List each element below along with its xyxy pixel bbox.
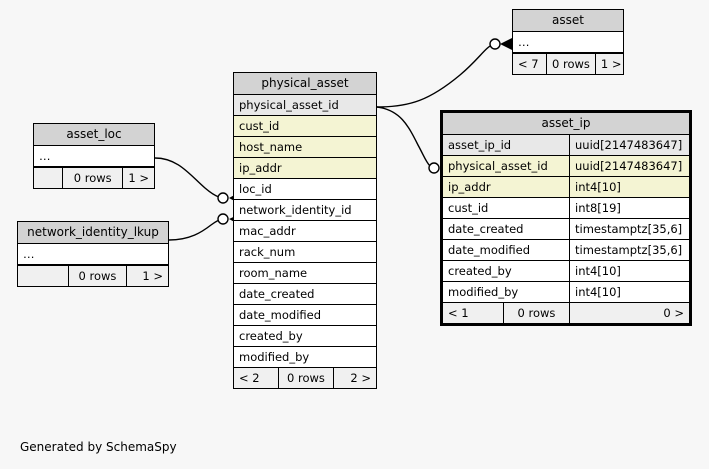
table-asset-loc[interactable]: asset_loc … 0 rows 1 > bbox=[33, 123, 155, 189]
table-asset-loc-ellipsis: … bbox=[34, 146, 154, 166]
column-name: mac_addr bbox=[234, 221, 376, 241]
column-name: created_by bbox=[443, 261, 569, 281]
table-asset-ip-prev-page[interactable]: < 1 bbox=[448, 306, 469, 320]
edge-endpoint-circle-asset-loc bbox=[217, 192, 229, 204]
column-name: network_identity_id bbox=[234, 200, 376, 220]
table-row[interactable]: date_created timestamptz[35,6] bbox=[443, 219, 689, 240]
column-name: date_modified bbox=[443, 240, 569, 260]
table-row[interactable]: date_created bbox=[234, 284, 376, 305]
table-asset-loc-collapsed-row[interactable]: … bbox=[34, 146, 154, 167]
edge-endpoint-circle-asset-ip bbox=[428, 162, 440, 174]
table-row[interactable]: loc_id bbox=[234, 179, 376, 200]
table-row[interactable]: rack_num bbox=[234, 242, 376, 263]
table-physical-asset-prev-page[interactable]: < 2 bbox=[239, 371, 260, 385]
table-network-identity-lkup-ellipsis: … bbox=[18, 244, 168, 264]
table-physical-asset-title: physical_asset bbox=[234, 73, 376, 95]
column-name: cust_id bbox=[443, 198, 569, 218]
column-name: created_by bbox=[234, 326, 376, 346]
table-row[interactable]: asset_ip_id uuid[2147483647] bbox=[443, 135, 689, 156]
table-asset-ip-next-page[interactable]: 0 > bbox=[569, 303, 689, 323]
table-asset-footer: < 7 0 rows 1 > bbox=[513, 53, 623, 74]
column-name: date_created bbox=[443, 219, 569, 239]
table-asset-loc-footer: 0 rows 1 > bbox=[34, 167, 154, 188]
table-row[interactable]: modified_by int4[10] bbox=[443, 282, 689, 302]
table-row[interactable]: cust_id bbox=[234, 116, 376, 137]
table-asset-ellipsis: … bbox=[513, 32, 623, 52]
column-type: int4[10] bbox=[569, 177, 689, 197]
table-row[interactable]: host_name bbox=[234, 137, 376, 158]
table-network-identity-lkup-prev-page[interactable] bbox=[18, 266, 68, 286]
table-asset-ip-row-count: 0 rows bbox=[503, 303, 569, 323]
column-type: int4[10] bbox=[569, 282, 689, 302]
table-asset-ip-title: asset_ip bbox=[443, 113, 689, 135]
edge-endpoint-circle-asset bbox=[489, 38, 501, 50]
table-row[interactable]: physical_asset_id bbox=[234, 95, 376, 116]
table-network-identity-lkup-footer: 0 rows 1 > bbox=[18, 265, 168, 286]
table-asset-prev-page[interactable]: < 7 bbox=[518, 57, 539, 71]
table-network-identity-lkup-next-page[interactable]: 1 > bbox=[126, 266, 168, 286]
table-row[interactable]: created_by int4[10] bbox=[443, 261, 689, 282]
table-physical-asset-next-page[interactable]: 2 > bbox=[333, 368, 376, 388]
table-asset-title: asset bbox=[513, 10, 623, 32]
table-asset-loc-title: asset_loc bbox=[34, 124, 154, 146]
table-network-identity-lkup-collapsed-row[interactable]: … bbox=[18, 244, 168, 265]
table-row[interactable]: room_name bbox=[234, 263, 376, 284]
table-row[interactable]: modified_by bbox=[234, 347, 376, 367]
column-name: ip_addr bbox=[443, 177, 569, 197]
column-name: room_name bbox=[234, 263, 376, 283]
table-asset-ip-footer: < 1 0 rows 0 > bbox=[443, 302, 689, 323]
column-type: int8[19] bbox=[569, 198, 689, 218]
table-asset-next-page[interactable]: 1 > bbox=[594, 54, 627, 74]
column-type: uuid[2147483647] bbox=[569, 135, 689, 155]
column-name: loc_id bbox=[234, 179, 376, 199]
edge-physical-asset-to-asset bbox=[376, 44, 493, 108]
table-physical-asset-footer: < 2 0 rows 2 > bbox=[234, 367, 376, 388]
table-row[interactable]: created_by bbox=[234, 326, 376, 347]
column-name: physical_asset_id bbox=[443, 156, 569, 176]
table-asset[interactable]: asset … < 7 0 rows 1 > bbox=[512, 9, 624, 75]
column-name: asset_ip_id bbox=[443, 135, 569, 155]
table-row[interactable]: date_modified bbox=[234, 305, 376, 326]
table-row[interactable]: ip_addr int4[10] bbox=[443, 177, 689, 198]
diagram-caption: Generated by SchemaSpy bbox=[20, 440, 177, 454]
column-type: uuid[2147483647] bbox=[569, 156, 689, 176]
edge-network-identity-lkup-to-physical-asset bbox=[168, 219, 220, 241]
column-name: date_modified bbox=[234, 305, 376, 325]
column-name: host_name bbox=[234, 137, 376, 157]
edge-arrow-asset bbox=[500, 38, 512, 50]
column-type: int4[10] bbox=[569, 261, 689, 281]
table-asset-row-count: 0 rows bbox=[546, 54, 595, 74]
table-row[interactable]: mac_addr bbox=[234, 221, 376, 242]
column-name: modified_by bbox=[443, 282, 569, 302]
table-asset-ip-columns: asset_ip_id uuid[2147483647] physical_as… bbox=[443, 135, 689, 302]
table-physical-asset-columns: physical_asset_id cust_id host_name ip_a… bbox=[234, 95, 376, 367]
table-asset-loc-row-count: 0 rows bbox=[62, 168, 122, 188]
column-name: ip_addr bbox=[234, 158, 376, 178]
table-asset-ip[interactable]: asset_ip asset_ip_id uuid[2147483647] ph… bbox=[440, 110, 692, 326]
column-name: date_created bbox=[234, 284, 376, 304]
table-row[interactable]: physical_asset_id uuid[2147483647] bbox=[443, 156, 689, 177]
column-type: timestamptz[35,6] bbox=[569, 219, 689, 239]
table-row[interactable]: cust_id int8[19] bbox=[443, 198, 689, 219]
table-physical-asset[interactable]: physical_asset physical_asset_id cust_id… bbox=[233, 72, 377, 389]
table-network-identity-lkup-title: network_identity_lkup bbox=[18, 222, 168, 244]
column-type: timestamptz[35,6] bbox=[569, 240, 689, 260]
table-physical-asset-row-count: 0 rows bbox=[278, 368, 333, 388]
edge-asset-loc-to-physical-asset bbox=[154, 157, 220, 198]
edge-endpoint-circle-network-identity bbox=[217, 213, 229, 225]
table-asset-loc-next-page[interactable]: 1 > bbox=[122, 168, 154, 188]
table-asset-loc-prev-page[interactable] bbox=[34, 168, 62, 188]
column-name: cust_id bbox=[234, 116, 376, 136]
column-name: modified_by bbox=[234, 347, 376, 367]
table-asset-collapsed-row[interactable]: … bbox=[513, 32, 623, 53]
table-row[interactable]: network_identity_id bbox=[234, 200, 376, 221]
table-network-identity-lkup-row-count: 0 rows bbox=[68, 266, 126, 286]
edge-physical-asset-to-asset-ip bbox=[376, 106, 431, 167]
column-name: rack_num bbox=[234, 242, 376, 262]
table-row[interactable]: ip_addr bbox=[234, 158, 376, 179]
table-row[interactable]: date_modified timestamptz[35,6] bbox=[443, 240, 689, 261]
table-network-identity-lkup[interactable]: network_identity_lkup … 0 rows 1 > bbox=[17, 221, 169, 287]
column-name: physical_asset_id bbox=[234, 95, 376, 115]
